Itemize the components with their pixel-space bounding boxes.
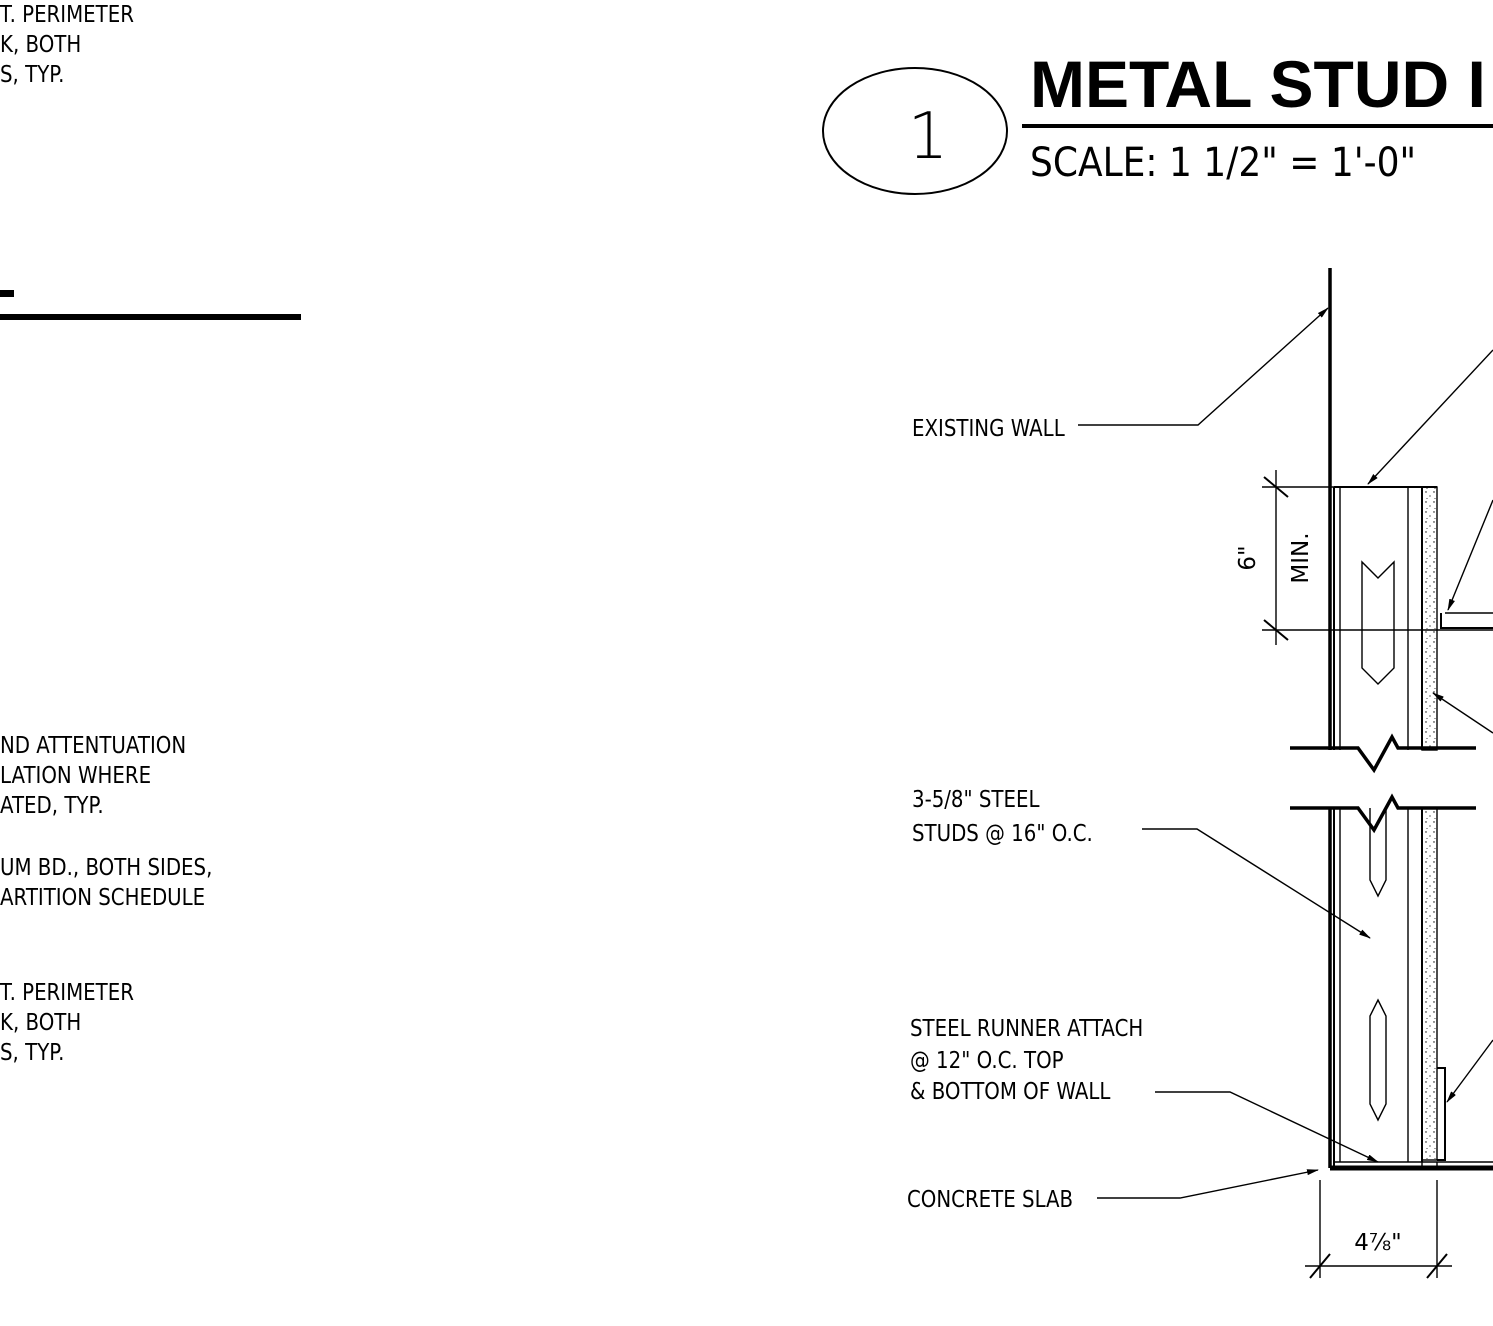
leader-gypsum-board [1432,692,1493,734]
studs-label-line-2: STUDS @ 16" O.C. [912,821,1093,848]
title-fragment-bar [0,290,14,297]
width-dim-value: 4⅞" [1354,1230,1402,1256]
runner-label-line-3: & BOTTOM OF WALL [910,1079,1110,1106]
left-notes-insulation: ND ATTENTUATION LATION WHERE ATED, TYP. [0,733,186,820]
existing-wall-label: EXISTING WALL [912,416,1065,443]
height-dim-value: 6" [1235,545,1261,570]
height-dim-note: MIN. [1288,532,1314,583]
callout-slab: CONCRETE SLAB [907,1169,1319,1214]
note-bottom-line-2: K, BOTH [0,1010,81,1037]
runner-label-line-1: STEEL RUNNER ATTACH [910,1016,1143,1043]
studs-label-line-1: 3-5/8" STEEL [912,787,1040,814]
left-notes-gypsum: UM BD., BOTH SIDES, ARTITION SCHEDULE [0,855,212,912]
height-dimension: 6" MIN. [1235,470,1493,645]
trim-element [1440,613,1493,629]
upper-wall-section [1333,486,1493,751]
note-top-line-2: K, BOTH [0,32,81,59]
detail-number-bubble [822,67,1008,195]
lower-stud-knockout [1369,998,1387,1122]
note-top-line-3: S, TYP. [0,62,64,89]
lower-gypsum-board [1421,807,1438,1161]
callout-right-leaders [1367,349,1493,1103]
width-tick-right [1426,1253,1448,1279]
runner-label-line-2: @ 12" O.C. TOP [910,1048,1064,1075]
note-gypsum-line-2: ARTITION SCHEDULE [0,885,205,912]
runner-leader [1155,1091,1379,1163]
note-insulation-line-3: ATED, TYP. [0,793,104,820]
height-tick-bottom [1263,619,1289,641]
note-top-line-1: T. PERIMETER [0,2,134,29]
detail-title: METAL STUD I [1030,47,1486,121]
studs-leader [1142,828,1371,939]
break-line-lower [1290,793,1476,834]
width-tick-left [1309,1253,1331,1279]
detail-scale: SCALE: 1 1/2" = 1'-0" [1030,139,1416,185]
callout-runner: STEEL RUNNER ATTACH @ 12" O.C. TOP & BOT… [910,1016,1379,1163]
height-tick-top [1263,476,1289,498]
width-dimension: 4⅞" [1305,1180,1452,1279]
left-notes-top: T. PERIMETER K, BOTH S, TYP. [0,2,134,89]
lower-wall-section [1328,807,1493,1171]
break-lines [1290,733,1476,834]
leader-base [1446,1039,1493,1103]
leader-top-cap [1367,349,1493,485]
note-bottom-line-3: S, TYP. [0,1040,64,1067]
left-title-fragment [0,290,301,320]
existing-wall-leader [1078,307,1329,426]
callout-studs: 3-5/8" STEEL STUDS @ 16" O.C. [912,787,1371,939]
base-trim [1437,1067,1446,1161]
detail-number: 1 [908,100,949,174]
left-notes-bottom: T. PERIMETER K, BOTH S, TYP. [0,980,134,1067]
note-bottom-line-1: T. PERIMETER [0,980,134,1007]
slab-leader [1097,1169,1319,1199]
note-insulation-line-2: LATION WHERE [0,763,151,790]
slab-label: CONCRETE SLAB [907,1187,1073,1214]
upper-stud-knockout [1361,560,1395,685]
upper-gypsum-board [1421,486,1438,751]
note-gypsum-line-1: UM BD., BOTH SIDES, [0,855,212,882]
break-line-upper [1290,733,1476,774]
note-insulation-line-1: ND ATTENTUATION [0,733,186,760]
leader-trim [1447,499,1493,611]
lower-knockout-partial [1369,808,1387,898]
detail-title-block: 1 METAL STUD I SCALE: 1 1/2" = 1'-0" [822,47,1493,195]
callout-existing-wall: EXISTING WALL [912,307,1329,443]
